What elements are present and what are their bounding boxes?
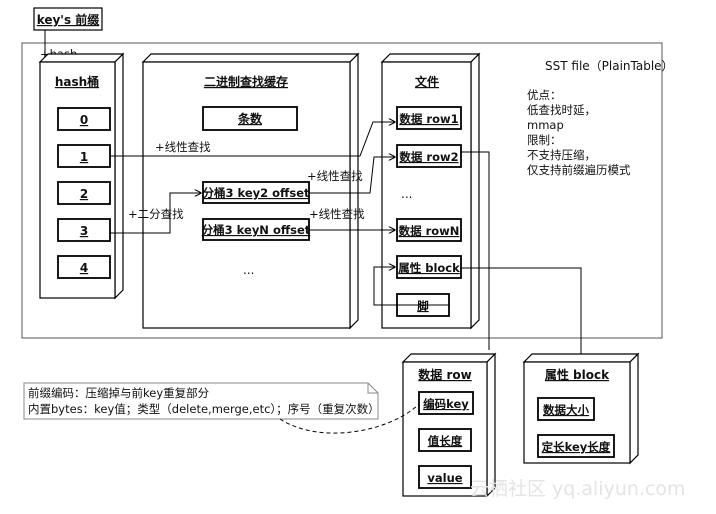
svg-text:0: 0: [80, 113, 88, 127]
hash-bucket-item: 2: [57, 181, 111, 205]
svg-text:数据 row1: 数据 row1: [399, 112, 458, 126]
file-row: 数据 row2: [396, 144, 462, 168]
file-row: 数据 row1: [396, 106, 462, 130]
row-detail-connector: [461, 151, 490, 350]
binary-cache-container: 二进制查找缓存 条数 分桶3 key2 offset 分桶3 keyN offs…: [141, 52, 360, 330]
linear-search-label-2: +线性查找: [307, 169, 363, 183]
footer-to-property-edge: [373, 267, 449, 306]
svg-text:数据大小: 数据大小: [543, 403, 589, 417]
file-ellipsis: ...: [401, 187, 412, 201]
data-row-field: 值长度: [418, 428, 472, 452]
svg-text:3: 3: [80, 224, 88, 238]
property-detail-connector: [461, 267, 582, 355]
property-block-title: 属性 block: [545, 367, 610, 382]
sst-note-line: 不支持压缩，: [527, 148, 596, 162]
svg-text:分桶3 key2 offset: 分桶3 key2 offset: [202, 186, 310, 200]
property-block-field: 定长key长度: [537, 434, 615, 458]
file-row: 数据 rowN: [396, 218, 462, 242]
svg-text:2: 2: [80, 187, 88, 201]
sst-note-line: 优点：: [527, 88, 562, 102]
data-row-field: value: [418, 465, 472, 489]
svg-text:脚: 脚: [417, 299, 429, 313]
file-container: 文件 数据 row1 数据 row2 ... 数据 rowN 属性 block …: [380, 52, 481, 330]
encoding-note-line: 前缀编码：压缩掉与前key重复部分: [28, 386, 210, 400]
property-block-field: 数据大小: [537, 397, 595, 421]
linear-search-edge: [110, 122, 395, 157]
cache-entry: 分桶3 key2 offset: [202, 181, 310, 204]
svg-text:数据 rowN: 数据 rowN: [399, 224, 460, 238]
binary-cache-title: 二进制查找缓存: [204, 74, 288, 89]
hash-bucket-item: 4: [57, 255, 111, 279]
svg-text:value: value: [427, 471, 462, 485]
svg-text:条数: 条数: [237, 111, 263, 126]
hash-bucket-container: hash桶 0 1 2 3 4: [38, 52, 125, 300]
sst-note-line: 仅支持前缀遍历模式: [527, 163, 631, 177]
key-prefix-label: key's 前缀: [37, 12, 101, 27]
sst-note-line: 低查找时延，: [527, 103, 596, 117]
property-block-container: 属性 block 数据大小 定长key长度: [522, 352, 640, 465]
data-row-field: 编码key: [418, 391, 474, 415]
svg-text:分桶3 keyN offset: 分桶3 keyN offset: [202, 223, 311, 237]
svg-text:编码key: 编码key: [423, 397, 469, 411]
hash-bucket-item: 3: [57, 218, 111, 242]
watermark: 云栖社区 yq.aliyun.com: [470, 478, 686, 500]
hash-bucket-title: hash桶: [55, 74, 99, 89]
hash-bucket-item: 1: [57, 144, 111, 168]
data-row-container: 数据 row 编码key 值长度 value: [401, 352, 497, 498]
linear-search-label: +线性查找: [155, 140, 211, 154]
svg-text:定长key长度: 定长key长度: [542, 440, 611, 454]
encoding-note-line: 内置bytes：key值；类型（delete,merge,etc）；序号（重复次…: [28, 402, 380, 416]
svg-text:1: 1: [80, 150, 88, 164]
linear-search-label-3: +线性查找: [309, 207, 365, 221]
data-row-title: 数据 row: [418, 367, 471, 382]
encoding-note: 前缀编码：压缩掉与前key重复部分 内置bytes：key值；类型（delete…: [23, 382, 380, 420]
count-field: 条数: [202, 106, 298, 131]
hash-bucket-item: 0: [57, 107, 111, 131]
sst-note-line: mmap: [527, 118, 564, 132]
key-prefix-node: key's 前缀: [33, 7, 103, 31]
binary-search-label: +二分查找: [128, 207, 184, 221]
cache-entry: 分桶3 keyN offset: [202, 218, 311, 241]
binary-search-edge: [110, 193, 201, 234]
cache-ellipsis: ...: [243, 263, 254, 277]
file-title: 文件: [415, 74, 439, 89]
sst-note-line: 限制：: [527, 133, 562, 147]
sst-file-title: SST file（PlainTable）: [545, 59, 674, 73]
svg-text:数据 row2: 数据 row2: [399, 150, 458, 164]
note-connector: [279, 403, 420, 434]
svg-text:属性 block: 属性 block: [398, 261, 460, 275]
file-row: 属性 block: [396, 255, 462, 279]
svg-text:4: 4: [80, 261, 88, 275]
linear-search-edge-2: [309, 157, 395, 194]
svg-text:值长度: 值长度: [428, 434, 463, 448]
